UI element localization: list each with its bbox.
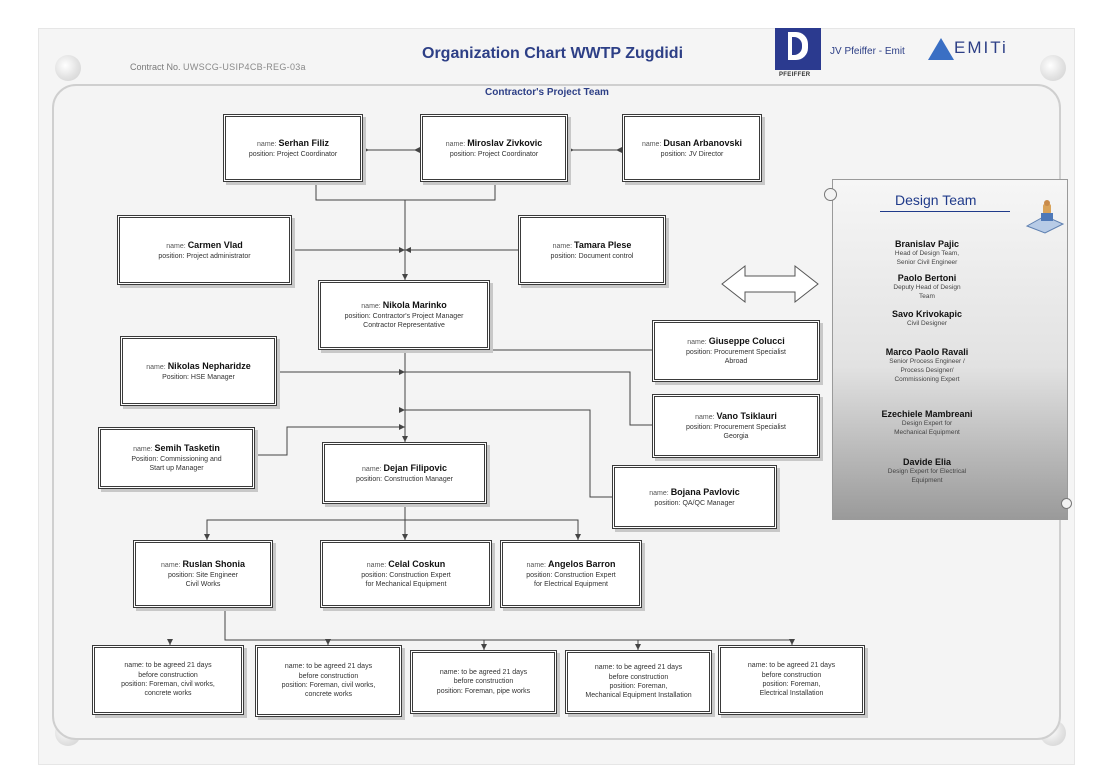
person-carmen-vlad: name: Carmen Vlad position: Project admi… — [117, 215, 292, 285]
design-member-ezechiele-mambreani: Ezechiele Mambreani Design Expert for Me… — [881, 409, 973, 436]
design-member-marco-paolo-ravali: Marco Paolo Ravali Senior Process Engine… — [885, 347, 969, 383]
person-celal-coskun: name: Celal Coskun position: Constructio… — [320, 540, 492, 608]
person-dejan-filipovic: name: Dejan Filipovic position: Construc… — [322, 442, 487, 504]
pin-top-right — [1040, 55, 1066, 81]
design-team-panel — [832, 179, 1068, 520]
person-giuseppe-colucci: name: Giuseppe Colucci position: Procure… — [652, 320, 820, 382]
design-team-pin-bottom — [1061, 498, 1072, 509]
connector-coordinators — [315, 183, 496, 201]
contractor-team-title: Contractor's Project Team — [485, 87, 609, 98]
person-semih-tasketin: name: Semih Tasketin Position: Commissio… — [98, 427, 255, 489]
person-nikolas-nepharidze: name: Nikolas Nepharidze Position: HSE M… — [120, 336, 277, 406]
design-member-paolo-bertoni: Paolo Bertoni Deputy Head of Design Team — [893, 273, 961, 300]
pin-top-left — [55, 55, 81, 81]
person-serhan-filiz: name: Serhan Filiz position: Project Coo… — [223, 114, 363, 182]
double-arrow-icon — [721, 264, 819, 304]
jv-text: JV Pfeiffer - Emit — [830, 46, 905, 57]
emiti-logo-icon — [928, 38, 954, 60]
person-dusan-arbanovski: name: Dusan Arbanovski position: JV Dire… — [622, 114, 762, 182]
pfeiffer-logo — [775, 28, 821, 70]
connector-semih — [255, 426, 405, 456]
connector-foremen-bus — [224, 610, 792, 641]
person-angelos-barron: name: Angelos Barron position: Construct… — [500, 540, 642, 608]
connector-vano — [405, 371, 652, 426]
contract-number: Contract No. UWSCG-USIP4CB-REG-03a — [130, 62, 306, 72]
design-member-branislav-pajic: Branislav Pajic Head of Design Team, Sen… — [894, 239, 960, 266]
design-team-pin-top — [824, 188, 837, 201]
pfeiffer-logo-caption: PFEIFFER — [779, 72, 811, 78]
design-member-davide-elia: Davide Elia Design Expert for Electrical… — [887, 457, 967, 484]
emiti-logo-text: EMITi — [954, 38, 1008, 57]
design-member-savo-krivokapic: Savo Krivokapic Civil Designer — [891, 309, 963, 328]
person-miroslav-zivkovic: name: Miroslav Zivkovic position: Projec… — [420, 114, 568, 182]
connector-bojana — [405, 409, 612, 498]
design-team-title-underline — [880, 211, 1010, 212]
chart-title: Organization Chart WWTP Zugdidi — [422, 45, 684, 62]
connector-engineers — [206, 519, 579, 540]
person-ruslan-shonia: name: Ruslan Shonia position: Site Engin… — [133, 540, 273, 608]
person-vano-tsiklauri: name: Vano Tsiklauri position: Procureme… — [652, 394, 820, 458]
person-nikola-marinko: name: Nikola Marinko position: Contracto… — [318, 280, 490, 350]
drafting-desk-icon — [1025, 200, 1065, 234]
person-bojana-pavlovic: name: Bojana Pavlovic position: QA/QC Ma… — [612, 465, 777, 529]
person-tamara-plese: name: Tamara Plese position: Document co… — [518, 215, 666, 285]
design-team-title: Design Team — [895, 192, 977, 208]
